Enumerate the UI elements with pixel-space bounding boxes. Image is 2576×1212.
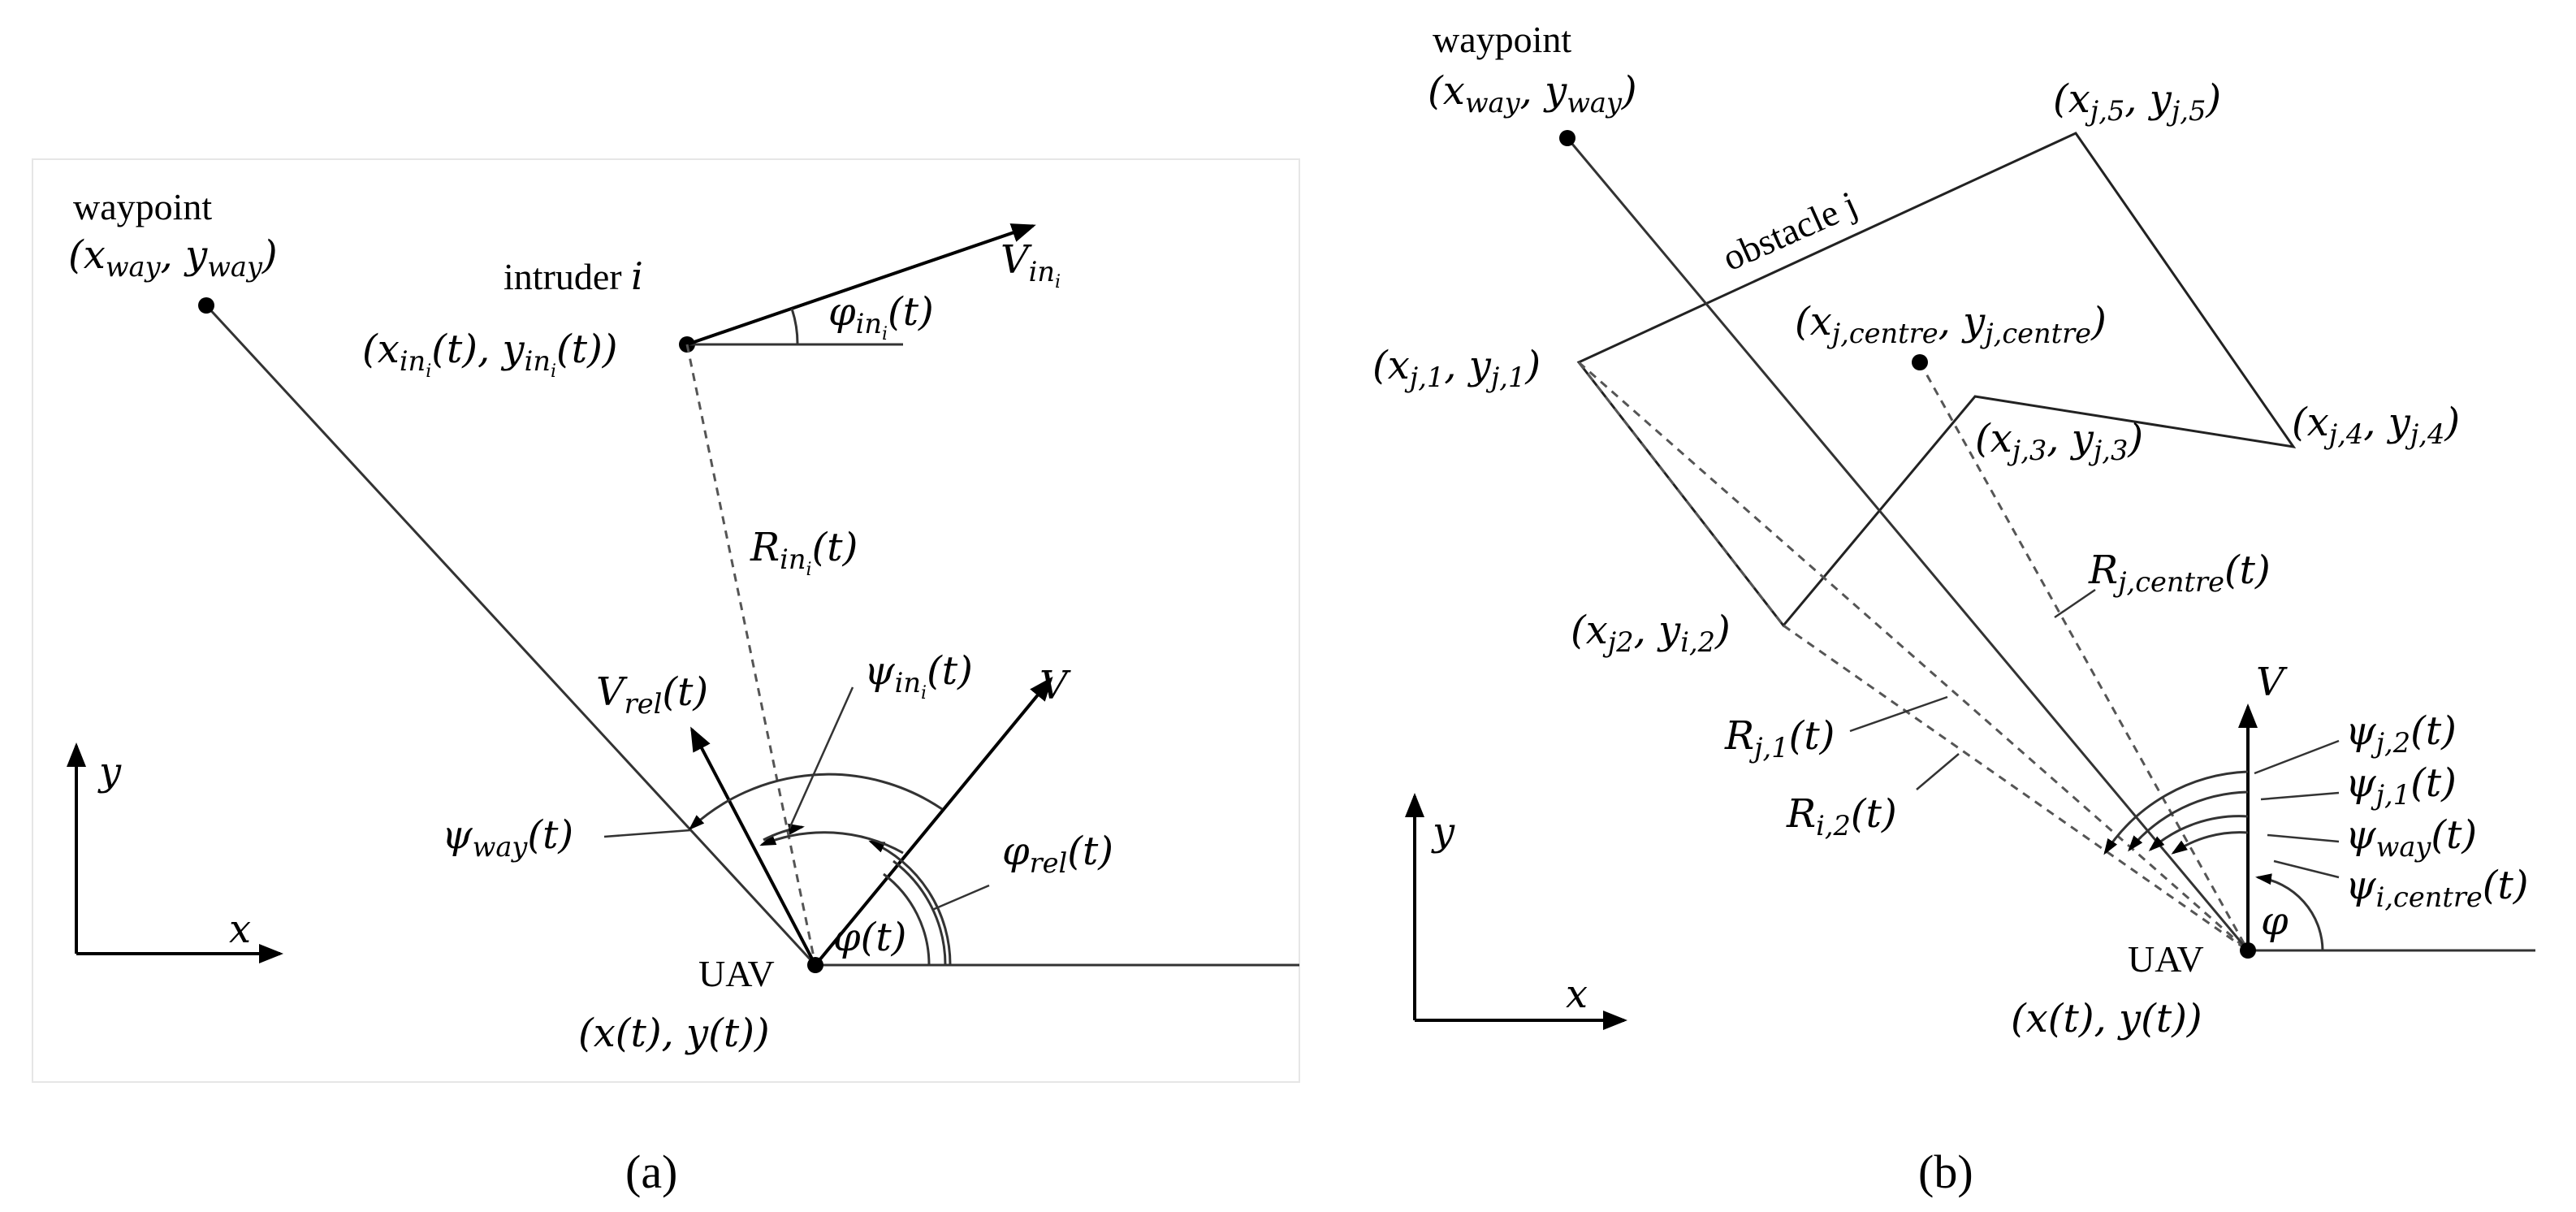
panel-a-frame	[32, 158, 1300, 1083]
psi-in-arc	[763, 823, 805, 842]
phi-rel-arc-outer	[893, 859, 947, 966]
psi-way-label-a: ψway(t)	[442, 812, 573, 863]
waypoint-coords-a: (xway, yway)	[68, 232, 278, 283]
psi-centre-leader	[2273, 859, 2340, 879]
uav-velocity-arrow-a	[814, 676, 1053, 967]
psi-centre-label: ψi,centre(t)	[2345, 863, 2529, 913]
r-centre-dashed-line	[1918, 361, 2250, 951]
psi-in-leader	[788, 686, 854, 829]
caption-b: (b)	[1918, 1145, 1973, 1198]
vertex-4-label: (xj,4, yj,4)	[2292, 400, 2460, 450]
uav-label-a: UAV	[698, 953, 775, 994]
phi-arc-b	[2255, 873, 2324, 951]
psi-j2-arc-b	[2103, 770, 2249, 855]
psi-way-label-b: ψway(t)	[2345, 812, 2477, 863]
r-centre-label: Rj,centre(t)	[2088, 548, 2271, 598]
v-label-a: V	[1039, 663, 1071, 708]
y-axis-label-b: y	[1431, 809, 1455, 855]
phi-rel-label: φrel(t)	[1002, 829, 1113, 879]
psi-in-label: ψini(t)	[864, 648, 973, 703]
waypoint-point-a	[198, 297, 214, 314]
psi-way-arc	[688, 773, 943, 831]
phi-t-label: φ(t)	[833, 915, 906, 960]
axes-a: y x	[67, 742, 283, 963]
r-j1-dashed-line	[1578, 361, 2249, 952]
phi-in-label: φini(t)	[828, 289, 934, 344]
y-axis-label-a: y	[97, 749, 122, 794]
caption-a: (a)	[625, 1145, 677, 1198]
phi-rel-arc-inner	[883, 872, 931, 966]
waypoint-line-b	[1566, 137, 2250, 951]
panel-b: y x waypoint (xway, ywa	[1372, 19, 2535, 1198]
edge-12-dashed	[1577, 361, 1785, 626]
intruder-label: intruder i	[504, 254, 643, 298]
psi-j2-label: ψj,2(t)	[2345, 708, 2457, 759]
phi-in-arc	[790, 308, 799, 345]
uav-point-b	[2240, 942, 2256, 959]
v-rel-label: Vrel(t)	[596, 669, 708, 720]
v-rel-arrow	[690, 726, 817, 966]
x-axis-label-b: x	[1566, 972, 1588, 1017]
vertex-2-label: (xj2, yi,2)	[1571, 608, 1731, 658]
phi-label-b: φ	[2261, 898, 2289, 944]
waypoint-line-a	[205, 304, 817, 967]
psi-centre-arc-b	[2148, 815, 2249, 851]
waypoint-coords-b: (xway, yway)	[1428, 68, 1637, 119]
vertex-3-label: (xj,3, yj,3)	[1975, 416, 2143, 466]
uav-coords-b: (x(t), y(t))	[2011, 996, 2202, 1041]
vertex-1-label: (xj,1, yj,1)	[1372, 343, 1541, 393]
axes-b: y x	[1405, 793, 1627, 1030]
uav-coords-a: (x(t), y(t))	[578, 1011, 770, 1056]
psi-j1-label: ψj,1(t)	[2345, 760, 2457, 811]
psi-j1-leader	[2260, 791, 2340, 801]
r-i2-leader	[1916, 753, 1960, 790]
r-j1-leader	[1849, 695, 1948, 733]
intruder-velocity-arrow	[686, 223, 1036, 346]
intruder-coords: (xini(t), yini(t))	[362, 327, 618, 382]
uav-label-b: UAV	[2128, 938, 2204, 980]
v-in-label: Vini	[1001, 237, 1061, 292]
psi-j1-arc-b	[2128, 790, 2249, 852]
r-i2-dashed-line	[1783, 624, 2249, 952]
waypoint-label-b: waypoint	[1433, 19, 1571, 60]
r-centre-leader	[2054, 588, 2096, 619]
waypoint-point-b	[1559, 130, 1575, 146]
phi-rel-leader	[931, 884, 990, 911]
centre-point	[1912, 354, 1928, 370]
psi-way-leader	[603, 829, 691, 838]
r-i2-label: Ri,2(t)	[1786, 791, 1897, 842]
x-axis-label-a: x	[229, 907, 251, 952]
v-rel-angle-arc	[759, 831, 904, 855]
r-j1-label: Rj,1(t)	[1724, 713, 1835, 764]
obstacle-polygon	[1576, 132, 2297, 628]
r-in-label: Rini(t)	[750, 525, 858, 580]
panel-a: y x waypoint (xway, yway) i	[32, 158, 1300, 1198]
psi-way-arc-b	[2171, 831, 2249, 855]
v-label-b: V	[2256, 660, 2288, 705]
psi-way-leader-b	[2267, 833, 2340, 843]
waypoint-label-a: waypoint	[73, 186, 212, 227]
phi-t-arc	[868, 840, 952, 966]
r-in-dashed-line	[685, 344, 817, 966]
uav-point-a	[807, 957, 823, 973]
vertex-5-label: (xj,5, yj,5)	[2053, 76, 2221, 127]
centre-label: (xj,centre, yj,centre)	[1795, 299, 2107, 349]
psi-j2-leader	[2254, 739, 2340, 775]
